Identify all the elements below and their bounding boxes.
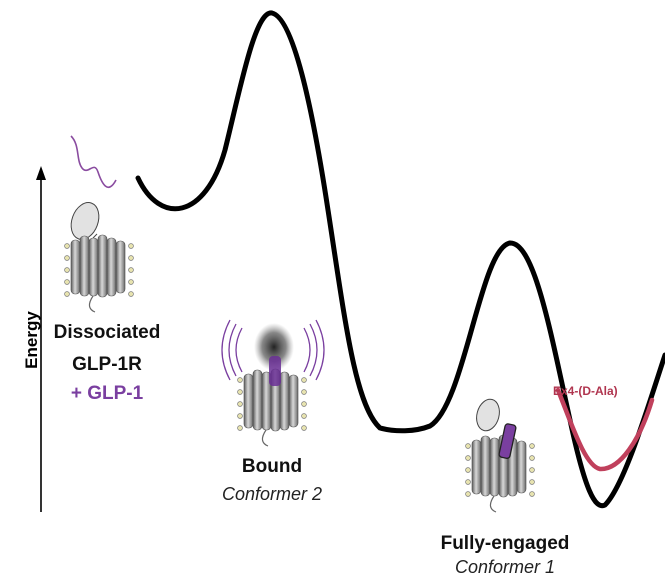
dissociated-receptor-icon <box>63 202 134 313</box>
bound-label-subtitle: Conformer 2 <box>221 484 323 504</box>
engaged-label-subtitle: Conformer 1 <box>454 557 556 577</box>
bound-receptor-icon <box>221 319 325 447</box>
engaged-label-title: Fully-engaged <box>440 533 570 554</box>
dissociated-label-line2: GLP-1R <box>72 354 142 375</box>
variant-curve-label: Ex4-(D-Ala) <box>553 384 618 398</box>
variant-energy-curve <box>555 387 655 472</box>
dissociated-label-line3: + GLP-1 <box>70 383 144 404</box>
free-ligand-icon <box>70 135 117 189</box>
energy-axis <box>36 166 46 512</box>
bound-label-title: Bound <box>241 456 303 477</box>
energy-axis-label: Energy <box>22 311 41 369</box>
dissociated-label-line1: Dissociated <box>53 322 161 343</box>
main-energy-curve <box>135 10 665 509</box>
engaged-receptor-icon <box>465 398 536 513</box>
